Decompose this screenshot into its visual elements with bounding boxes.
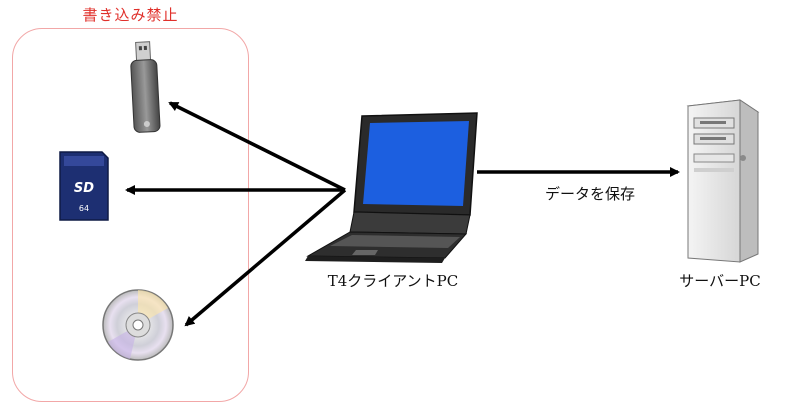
server-pc-label: サーバーPC	[679, 272, 761, 290]
sd-capacity-text: 64	[79, 204, 89, 213]
arrow-to-usb	[168, 101, 346, 192]
cd-disc-icon	[102, 289, 174, 361]
server-tower-icon	[686, 99, 760, 263]
sd-logo-text: SD	[74, 181, 94, 196]
arrow-to-cd	[184, 188, 347, 327]
sd-card-icon: SD 64	[59, 151, 109, 221]
save-data-label: データを保存	[544, 185, 635, 203]
usb-drive-icon	[130, 41, 161, 133]
laptop-icon	[305, 112, 478, 263]
write-prohibited-zone	[12, 28, 249, 402]
zone-title: 書き込み禁止	[82, 6, 179, 24]
client-pc-label: T4クライアントPC	[327, 272, 459, 290]
